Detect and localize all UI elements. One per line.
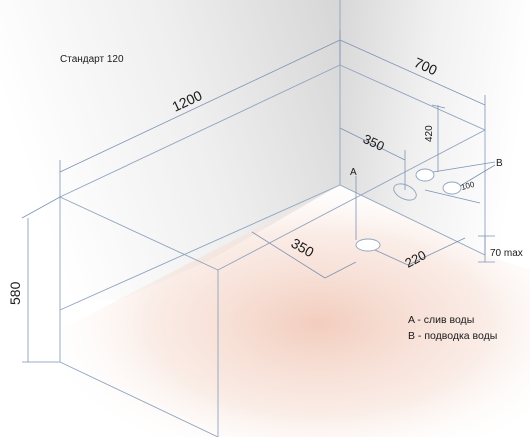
- dim-height-label: 580: [7, 281, 23, 305]
- supply-leader-1: [432, 161, 496, 173]
- dim-supply-spacing: 100: [424, 180, 481, 204]
- drain-marker: A: [350, 167, 357, 178]
- wall-outlet: [393, 183, 417, 201]
- supply-hole-2: [442, 181, 462, 195]
- dim-supply-height: 420: [424, 104, 446, 172]
- tub-outline: [59, 64, 486, 437]
- left-wall-shade: [0, 0, 340, 300]
- supply-hole-1: [415, 168, 435, 182]
- diagram-title: Стандарт 120: [60, 54, 124, 65]
- supply-leader-2: [459, 164, 496, 187]
- supply-marker: B: [496, 158, 503, 169]
- dim-supply-spacing-label: 100: [460, 180, 476, 192]
- floor-tint: [60, 185, 530, 437]
- dim-height: 580: [7, 196, 61, 363]
- right-wall-shade: [340, 0, 530, 270]
- drain-hole: [355, 238, 381, 252]
- dim-drain-depth-label: 70 max: [490, 248, 523, 259]
- dim-supply-height-label: 420: [424, 125, 435, 142]
- dim-drain-depth: 70 max: [478, 235, 523, 263]
- legend-drain: A - слив воды: [408, 314, 474, 326]
- legend-supply: B - подводка воды: [408, 330, 497, 342]
